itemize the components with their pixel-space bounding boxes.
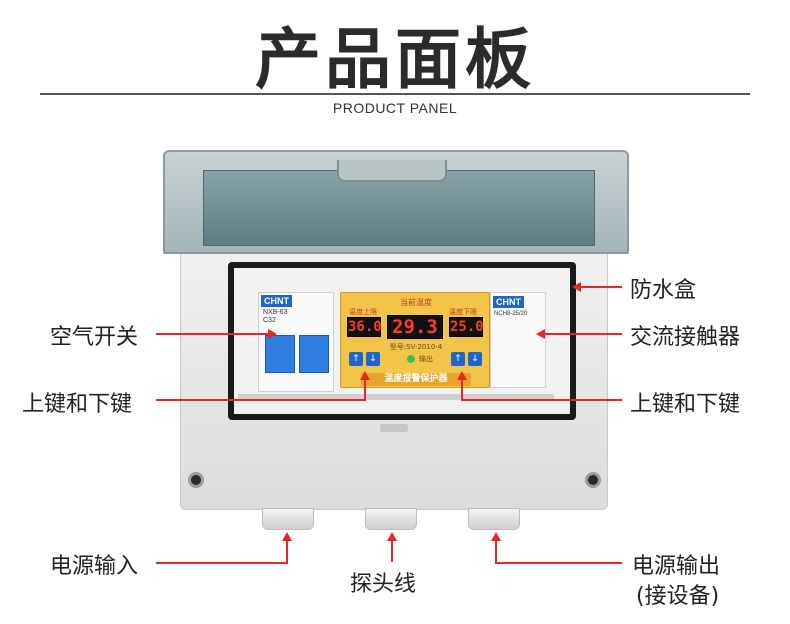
- lower-limit-display: 25.0: [449, 317, 484, 337]
- cable-gland-probe: [365, 508, 417, 530]
- air-switch: CHNT NXB-63 C32: [258, 292, 334, 392]
- keys-left-line: [156, 399, 366, 401]
- label-waterproof-box: 防水盒: [630, 278, 697, 303]
- page-title: 产品面板: [255, 21, 535, 98]
- keys-right-vline: [461, 378, 463, 400]
- controller-lower-label: 温度下限: [449, 308, 477, 316]
- lower-down-button: ↓: [468, 352, 482, 366]
- transparent-lid: [163, 150, 629, 254]
- upper-down-button: ↓: [366, 352, 380, 366]
- power-output-arrow-icon: [491, 532, 501, 541]
- lower-up-button: ↑: [451, 352, 465, 366]
- label-ac-contactor: 交流接触器: [630, 325, 741, 350]
- contactor-brand: CHNT: [493, 296, 524, 308]
- mounting-screw-right: [585, 472, 601, 488]
- ac-contactor: CHNT NCH8-25/20: [490, 292, 546, 388]
- breaker-toggle-left: [265, 335, 295, 373]
- power-input-vline: [286, 540, 288, 564]
- keys-right-line: [461, 399, 622, 401]
- power-output-line: [495, 562, 622, 564]
- label-power-input: 电源输入: [50, 554, 139, 579]
- power-input-arrow-icon: [282, 532, 292, 541]
- air-switch-arrow-icon: [268, 329, 277, 339]
- cable-gland-input: [262, 508, 314, 530]
- contactor-arrow-icon: [536, 329, 545, 339]
- mounting-screw-left: [188, 472, 204, 488]
- controller-model: 型号:SV-2010-4: [389, 343, 443, 351]
- controller-name: 温度报警保护器: [361, 373, 471, 386]
- contactor-model: NCH8-25/20: [494, 311, 528, 317]
- window-latch: [380, 424, 408, 432]
- contactor-line: [544, 333, 622, 335]
- label-air-switch: 空气开关: [50, 325, 139, 350]
- controller-upper-label: 温度上限: [349, 308, 377, 316]
- label-probe-wire: 探头线: [350, 572, 417, 597]
- controller-current-label: 当前温度: [400, 298, 432, 307]
- keys-right-arrow-icon: [457, 371, 467, 380]
- label-power-output: 电源输出: [632, 554, 721, 579]
- breaker-model-line2: C32: [263, 317, 276, 324]
- label-power-output-note: (接设备): [636, 584, 720, 609]
- current-temp-display: 29.3: [387, 315, 443, 339]
- label-keys-right: 上键和下键: [630, 392, 741, 417]
- din-rail: [238, 394, 554, 400]
- power-output-vline: [495, 540, 497, 564]
- page-subtitle: PRODUCT PANEL: [332, 100, 458, 116]
- waterproof-box-arrow-icon: [572, 282, 581, 292]
- upper-up-button: ↑: [349, 352, 363, 366]
- label-keys-left: 上键和下键: [22, 392, 133, 417]
- breaker-model-line1: NXB-63: [263, 309, 288, 316]
- breaker-toggle-right: [299, 335, 329, 373]
- power-input-line: [156, 562, 286, 564]
- air-switch-line: [156, 333, 268, 335]
- cable-gland-output: [468, 508, 520, 530]
- title-divider: [40, 93, 750, 95]
- lid-window: [203, 170, 595, 246]
- keys-left-arrow-icon: [360, 371, 370, 380]
- upper-limit-display: 36.0: [347, 317, 382, 337]
- output-led-icon: [407, 355, 415, 363]
- lid-handle: [337, 160, 447, 182]
- probe-vline: [391, 540, 393, 562]
- probe-arrow-icon: [387, 532, 397, 541]
- breaker-model: NXB-63 C32: [263, 309, 288, 325]
- breaker-brand: CHNT: [261, 295, 292, 307]
- output-label: 输出: [419, 355, 433, 363]
- keys-left-vline: [364, 378, 366, 400]
- waterproof-box-line: [580, 286, 622, 288]
